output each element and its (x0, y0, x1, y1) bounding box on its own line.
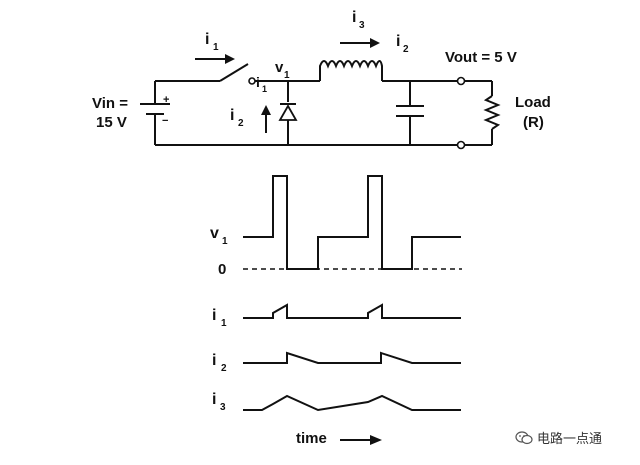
load-resistor-symbol (483, 81, 501, 145)
diode-symbol (278, 81, 298, 145)
i1-arrow-icon (195, 54, 235, 64)
i1-circuit-subscript: 1 (213, 42, 219, 53)
v1-node-subscript: 1 (284, 70, 290, 81)
i1-circuit-label: i (205, 31, 209, 48)
v1-node-label: v (275, 59, 284, 76)
time-label: time (296, 430, 327, 447)
i2-diode-label: i (230, 107, 234, 124)
i1-switch-subscript: 1 (262, 84, 267, 94)
i1-switch-label: i (256, 74, 260, 90)
time-arrow-icon (370, 435, 382, 445)
i2-wave-label: i (212, 352, 216, 369)
wechat-icon (515, 431, 533, 445)
i3-circuit-subscript: 3 (359, 20, 365, 31)
switch-symbol (219, 63, 320, 85)
i2-waveform: i 2 (212, 351, 461, 374)
i3-waveform: i 3 (212, 391, 461, 413)
vin-label-line2: 15 V (96, 114, 127, 131)
i1-wave-label: i (212, 307, 216, 324)
time-axis-label: time (296, 430, 382, 447)
watermark: 电路一点通 (515, 428, 602, 447)
output-terminal-bottom (456, 140, 466, 150)
timing-waveforms: v 1 0 i 1 i 2 i 3 time (210, 175, 462, 447)
v1-wave-subscript: 1 (222, 236, 228, 247)
buck-converter-circuit: + − (92, 9, 551, 150)
i2-diode-arrow-icon (261, 105, 271, 133)
capacitor-symbol (396, 81, 424, 145)
vin-label-line1: Vin = (92, 95, 128, 112)
battery-minus-sign: − (162, 115, 168, 127)
watermark-text: 电路一点通 (537, 432, 603, 447)
i1-wave-subscript: 1 (221, 318, 227, 329)
v1-wave-label: v (210, 225, 219, 242)
i1-waveform: i 1 (212, 303, 461, 329)
i2-wave-subscript: 2 (221, 363, 227, 374)
vout-label: Vout = 5 V (445, 49, 517, 66)
zero-level-label: 0 (218, 261, 226, 278)
i3-wave-subscript: 3 (220, 402, 226, 413)
battery-symbol: + − (140, 81, 170, 145)
i3-wave-label: i (212, 391, 216, 408)
i3-circuit-label: i (352, 9, 356, 26)
load-label-line2: (R) (523, 114, 544, 131)
battery-plus-sign: + (163, 94, 169, 106)
output-terminal-top (456, 76, 466, 86)
inductor-symbol (319, 60, 383, 81)
i3-arrow-icon (340, 38, 380, 48)
i2-diode-subscript: 2 (238, 118, 244, 129)
i2-output-subscript: 2 (403, 44, 409, 55)
load-label-line1: Load (515, 94, 551, 111)
v1-waveform: v 1 0 (210, 175, 462, 278)
i2-output-label: i (396, 33, 400, 50)
